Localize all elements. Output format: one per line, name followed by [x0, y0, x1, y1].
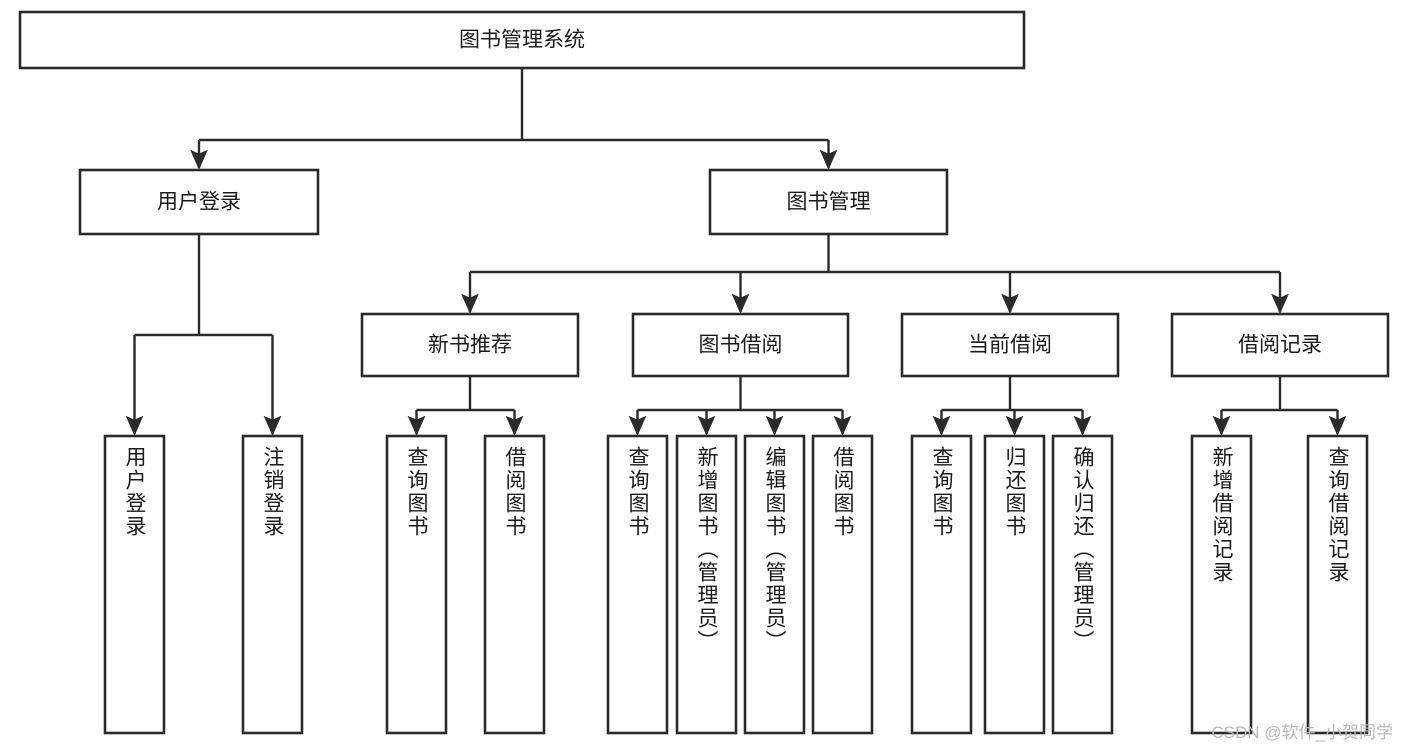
node-leaf-borrow-book-1[interactable] [483, 434, 546, 735]
node-current-borrow[interactable] [900, 312, 1120, 378]
node-current-borrow-label: 当前借阅 [968, 334, 1052, 357]
node-leaf-edit-book[interactable] [743, 434, 806, 735]
node-borrow-record-label: 借阅记录 [1238, 334, 1322, 357]
node-leaf-return-book[interactable] [983, 434, 1046, 735]
node-user-login[interactable] [78, 168, 320, 236]
node-leaf-query-book-1[interactable] [385, 434, 448, 735]
node-leaf-add-record[interactable] [1190, 434, 1253, 735]
node-leaf-borrow-book-2[interactable] [811, 434, 874, 735]
node-leaf-query-book-3[interactable] [910, 434, 973, 735]
node-new-book-recommend-label: 新书推荐 [428, 334, 512, 357]
node-user-login-label: 用户登录 [157, 191, 241, 214]
node-leaf-query-record[interactable] [1306, 434, 1369, 735]
node-leaf-add-book[interactable] [675, 434, 738, 735]
node-leaf-user-logout[interactable] [241, 434, 304, 735]
node-leaf-query-book-2[interactable] [606, 434, 669, 735]
node-borrow-record[interactable] [1170, 312, 1390, 378]
node-root[interactable] [18, 10, 1026, 70]
node-root-label: 图书管理系统 [459, 29, 585, 52]
node-book-borrow[interactable] [631, 312, 850, 378]
node-book-management[interactable] [708, 168, 949, 236]
watermark-text: CSDN @软件_小贺同学 [1211, 723, 1393, 742]
connector-layer [125, 68, 1347, 436]
node-leaf-user-login[interactable] [103, 434, 166, 735]
node-book-management-label: 图书管理 [787, 191, 871, 214]
node-book-borrow-label: 图书借阅 [699, 334, 783, 357]
node-new-book-recommend[interactable] [360, 312, 580, 378]
node-leaf-confirm-return[interactable] [1051, 434, 1114, 735]
